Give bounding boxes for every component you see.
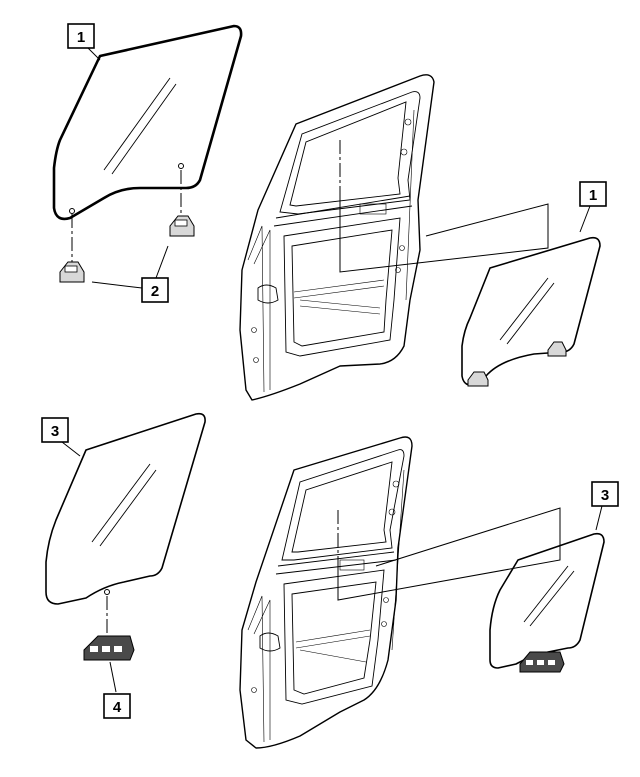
glass-part-3-loose — [45, 412, 206, 605]
glass-bracket-part-2-front — [59, 261, 85, 283]
callout-label: 3 — [51, 423, 59, 440]
callout-label: 3 — [601, 487, 609, 504]
guide-lines-bottom — [337, 507, 561, 601]
callout-2: 2 — [141, 277, 169, 303]
glass-bracket-part-2-rear — [169, 215, 195, 237]
callout-1-top-left: 1 — [67, 23, 95, 49]
callout-label: 2 — [151, 283, 159, 300]
callout-3-bottom-right: 3 — [591, 481, 619, 507]
callout-label: 4 — [113, 699, 122, 716]
rear-door-assembly-top — [239, 74, 435, 401]
guide-lines-top — [339, 200, 549, 273]
callout-1-top-right: 1 — [579, 181, 607, 207]
glass-bracket-part-4 — [83, 635, 135, 661]
callout-label: 1 — [589, 187, 597, 204]
rear-door-assembly-bottom — [239, 436, 413, 749]
callout-label: 1 — [77, 29, 85, 46]
glass-part-1-installed — [461, 236, 601, 387]
glass-part-1-loose — [52, 24, 243, 221]
callout-3-bottom-left: 3 — [41, 417, 69, 443]
callout-4: 4 — [103, 693, 131, 719]
glass-part-3-installed — [489, 532, 605, 673]
